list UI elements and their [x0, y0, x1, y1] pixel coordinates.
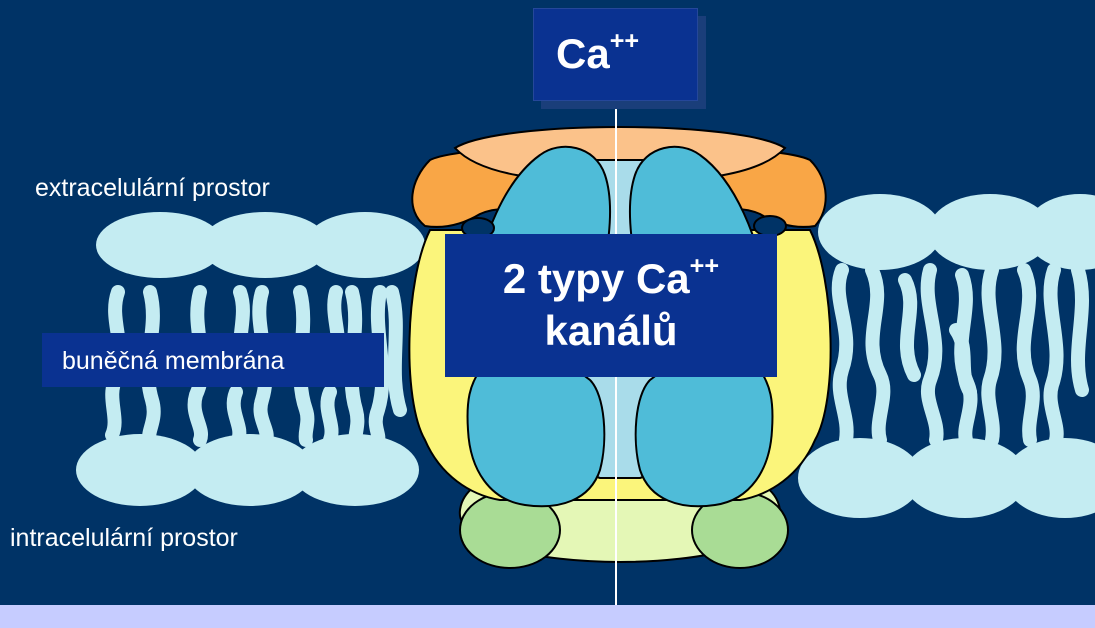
intracellular-label: intracelulární prostor [10, 526, 238, 551]
lipid-tails-right [839, 270, 1082, 440]
extracellular-label: extracelulární prostor [35, 176, 270, 201]
channel-subunit-right-bottom [636, 358, 773, 507]
title-box: 2 typy Ca++ kanálů [445, 234, 777, 377]
membrane-label-box: buněčná membrána [42, 333, 384, 387]
membrane-label: buněčná membrána [62, 347, 284, 376]
bottom-band [0, 605, 1095, 628]
title-line1: 2 typy Ca++ [445, 258, 777, 300]
channel-subunit-left-bottom [468, 358, 605, 507]
calcium-ion-label: Ca++ [556, 33, 639, 75]
title-line2: kanálů [445, 310, 777, 352]
calcium-ion-box: Ca++ [533, 8, 698, 101]
